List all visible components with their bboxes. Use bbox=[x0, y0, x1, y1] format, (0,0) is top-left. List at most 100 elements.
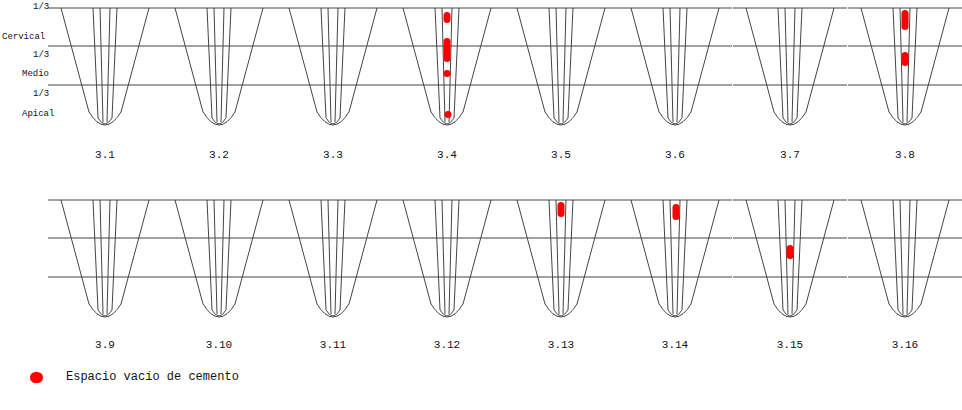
root-figure bbox=[618, 200, 732, 317]
third-line bbox=[390, 85, 504, 86]
root-outline bbox=[61, 8, 149, 125]
root-outline bbox=[746, 200, 834, 317]
third-line bbox=[848, 200, 962, 201]
canal-wall bbox=[207, 8, 231, 124]
canal-line bbox=[563, 8, 566, 122]
cement-void bbox=[444, 70, 451, 77]
third-label: Medio bbox=[22, 70, 49, 79]
root-figure bbox=[733, 200, 847, 317]
canal-wall bbox=[778, 8, 802, 124]
canal-wall bbox=[435, 8, 459, 124]
cement-void bbox=[787, 245, 794, 259]
root-outline bbox=[861, 8, 949, 125]
third-line bbox=[848, 46, 962, 47]
canal-line bbox=[328, 8, 331, 122]
canal-wall bbox=[321, 8, 345, 124]
third-line bbox=[618, 46, 732, 47]
root-outline bbox=[746, 8, 834, 125]
canal-line bbox=[792, 8, 795, 122]
cement-void bbox=[902, 10, 909, 30]
canal-line bbox=[907, 200, 910, 314]
legend-text: Espacio vacío de cemento bbox=[66, 371, 239, 383]
third-line bbox=[848, 238, 962, 239]
root-outline bbox=[403, 200, 491, 317]
third-line bbox=[390, 8, 504, 9]
root-outline bbox=[517, 8, 605, 125]
third-line bbox=[504, 277, 618, 278]
canal-wall bbox=[93, 8, 117, 124]
third-line bbox=[162, 8, 276, 9]
canal-line bbox=[670, 200, 673, 314]
canal-wall bbox=[893, 8, 917, 124]
canal-line bbox=[449, 200, 452, 314]
third-line bbox=[618, 85, 732, 86]
figure-number: 3.2 bbox=[209, 150, 229, 161]
third-line bbox=[504, 200, 618, 201]
third-line bbox=[162, 238, 276, 239]
root-outline bbox=[289, 200, 377, 317]
third-line bbox=[504, 238, 618, 239]
third-line bbox=[504, 46, 618, 47]
canal-line bbox=[107, 8, 110, 122]
third-label: 1/3 bbox=[33, 51, 49, 60]
third-line bbox=[733, 200, 847, 201]
cement-void bbox=[558, 202, 565, 217]
third-line bbox=[848, 8, 962, 9]
root-figure bbox=[504, 200, 618, 317]
figure-number: 3.11 bbox=[320, 340, 346, 351]
root-figure bbox=[504, 8, 618, 125]
canal-wall bbox=[663, 8, 687, 124]
third-line bbox=[276, 8, 390, 9]
root-outline bbox=[403, 8, 491, 125]
figure-number: 3.8 bbox=[895, 150, 915, 161]
canal-line bbox=[556, 8, 559, 122]
canal-wall bbox=[93, 200, 117, 316]
canal-wall bbox=[321, 200, 345, 316]
canal-line bbox=[100, 8, 103, 122]
cement-void bbox=[673, 204, 680, 220]
canal-line bbox=[221, 8, 224, 122]
third-line bbox=[733, 46, 847, 47]
root-outline bbox=[175, 200, 263, 317]
canal-line bbox=[100, 200, 103, 314]
root-figure bbox=[162, 200, 276, 317]
third-line bbox=[48, 277, 162, 278]
third-line bbox=[618, 8, 732, 9]
root-figure bbox=[48, 8, 162, 125]
third-line bbox=[276, 85, 390, 86]
figure-number: 3.14 bbox=[662, 340, 688, 351]
canal-line bbox=[221, 200, 224, 314]
canal-line bbox=[449, 8, 452, 122]
canal-line bbox=[335, 8, 338, 122]
root-figure bbox=[276, 8, 390, 125]
canal-line bbox=[670, 8, 673, 122]
canal-line bbox=[785, 8, 788, 122]
root-figure bbox=[390, 200, 504, 317]
canal-wall bbox=[893, 200, 917, 316]
figure-number: 3.16 bbox=[892, 340, 918, 351]
root-outline bbox=[517, 200, 605, 317]
figure-number: 3.4 bbox=[437, 150, 457, 161]
third-line bbox=[48, 200, 162, 201]
canal-wall bbox=[549, 200, 573, 316]
third-line bbox=[48, 46, 162, 47]
canal-line bbox=[442, 200, 445, 314]
third-line bbox=[390, 238, 504, 239]
third-label: Cervical bbox=[2, 33, 45, 42]
third-line bbox=[390, 200, 504, 201]
root-figure bbox=[733, 8, 847, 125]
third-line bbox=[162, 277, 276, 278]
root-outline bbox=[175, 8, 263, 125]
root-figure bbox=[390, 8, 504, 125]
third-line bbox=[848, 277, 962, 278]
third-line bbox=[162, 46, 276, 47]
canal-line bbox=[677, 8, 680, 122]
third-line bbox=[848, 85, 962, 86]
root-figure bbox=[276, 200, 390, 317]
canal-line bbox=[900, 200, 903, 314]
figure-number: 3.1 bbox=[95, 150, 115, 161]
figure-number: 3.12 bbox=[434, 340, 460, 351]
root-outline bbox=[289, 8, 377, 125]
third-label: 1/3 bbox=[33, 90, 49, 99]
